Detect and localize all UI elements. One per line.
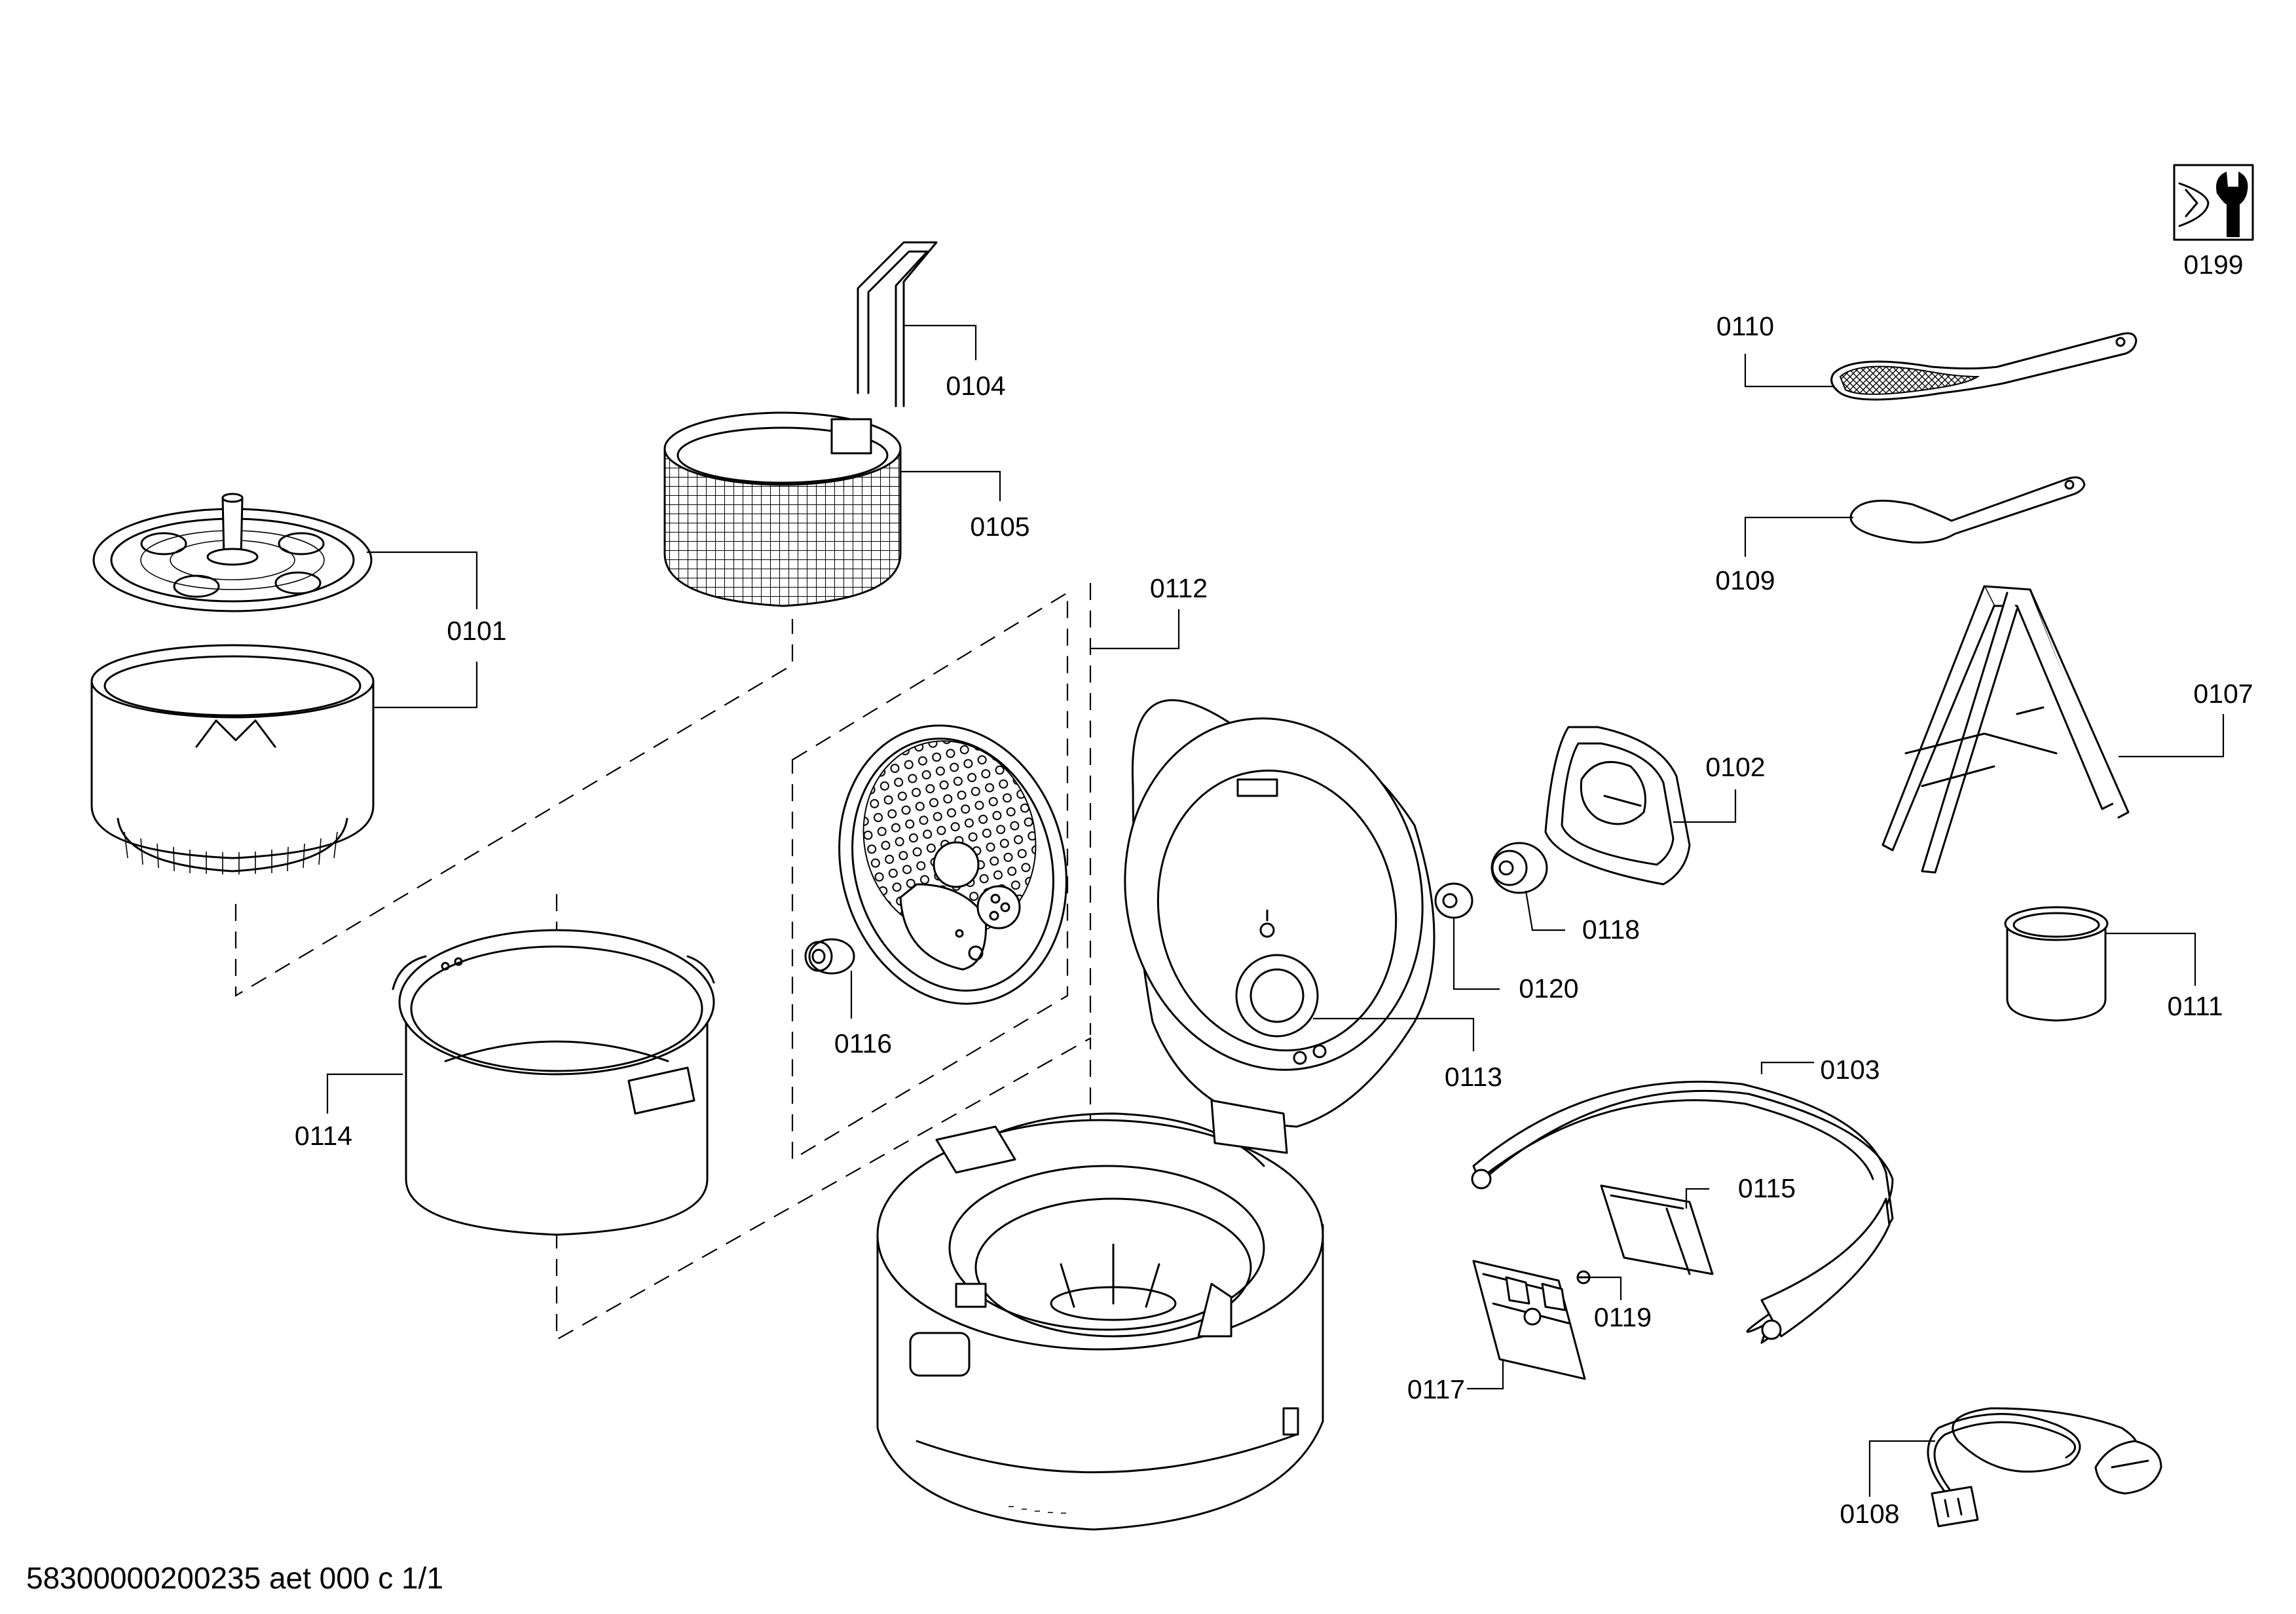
part-0103-carry-handle — [1471, 1080, 1894, 1344]
label-0115: 0115 — [1738, 1173, 1796, 1203]
label-0111: 0111 — [2167, 991, 2223, 1021]
part-0114-inner-pot — [392, 929, 715, 1236]
label-0116: 0116 — [834, 1028, 892, 1059]
label-0104: 0104 — [946, 371, 1005, 401]
document-id: 58300000200235 aet 000 c 1/1 — [26, 1561, 443, 1595]
part-0116-valve-seal — [804, 938, 855, 975]
part-number-labels: 0101 0102 0103 0104 0105 0107 0108 0109 … — [295, 250, 2253, 1529]
label-0117: 0117 — [1407, 1374, 1465, 1404]
label-0113: 0113 — [1445, 1062, 1502, 1092]
part-0120-ring — [1434, 882, 1473, 919]
label-0105: 0105 — [970, 512, 1029, 542]
part-0112-inner-lid — [838, 724, 1067, 1005]
label-0107: 0107 — [2193, 679, 2253, 709]
part-0109-rice-spoon — [1849, 476, 2086, 544]
part-0119-screw — [1576, 1270, 1591, 1285]
label-0108: 0108 — [1840, 1499, 1899, 1529]
label-0112: 0112 — [1150, 573, 1208, 603]
part-0117-latch-holder — [1472, 1260, 1586, 1380]
part-0110-rice-paddle-slotted — [1830, 332, 2138, 401]
part-0113-appliance-body — [876, 699, 1435, 1531]
label-0102: 0102 — [1705, 752, 1765, 782]
label-0109: 0109 — [1715, 565, 1775, 595]
label-0120: 0120 — [1519, 973, 1578, 1004]
label-0119: 0119 — [1594, 1302, 1652, 1332]
part-0111-measuring-cup — [2004, 906, 2109, 1022]
label-0101: 0101 — [447, 616, 506, 646]
part-0101-steam-insert — [90, 493, 375, 874]
part-0104-basket-handle — [857, 241, 938, 407]
part-0107-steam-rack-stand — [1881, 585, 2130, 874]
part-0108-power-cord — [1927, 1407, 2162, 1528]
part-0118-valve — [1491, 842, 1548, 894]
leader-lines — [326, 324, 2225, 1497]
part-0105-frying-basket — [663, 411, 902, 607]
part-0199-wrench-icon — [2173, 164, 2254, 241]
part-0102-valve-cover — [1544, 726, 1691, 886]
label-0110: 0110 — [1716, 311, 1774, 341]
label-0118: 0118 — [1582, 914, 1640, 945]
label-0103: 0103 — [1820, 1055, 1879, 1085]
part-0115-handle-cover — [1600, 1184, 1714, 1275]
label-0114: 0114 — [295, 1121, 352, 1151]
label-0199: 0199 — [2183, 250, 2243, 280]
